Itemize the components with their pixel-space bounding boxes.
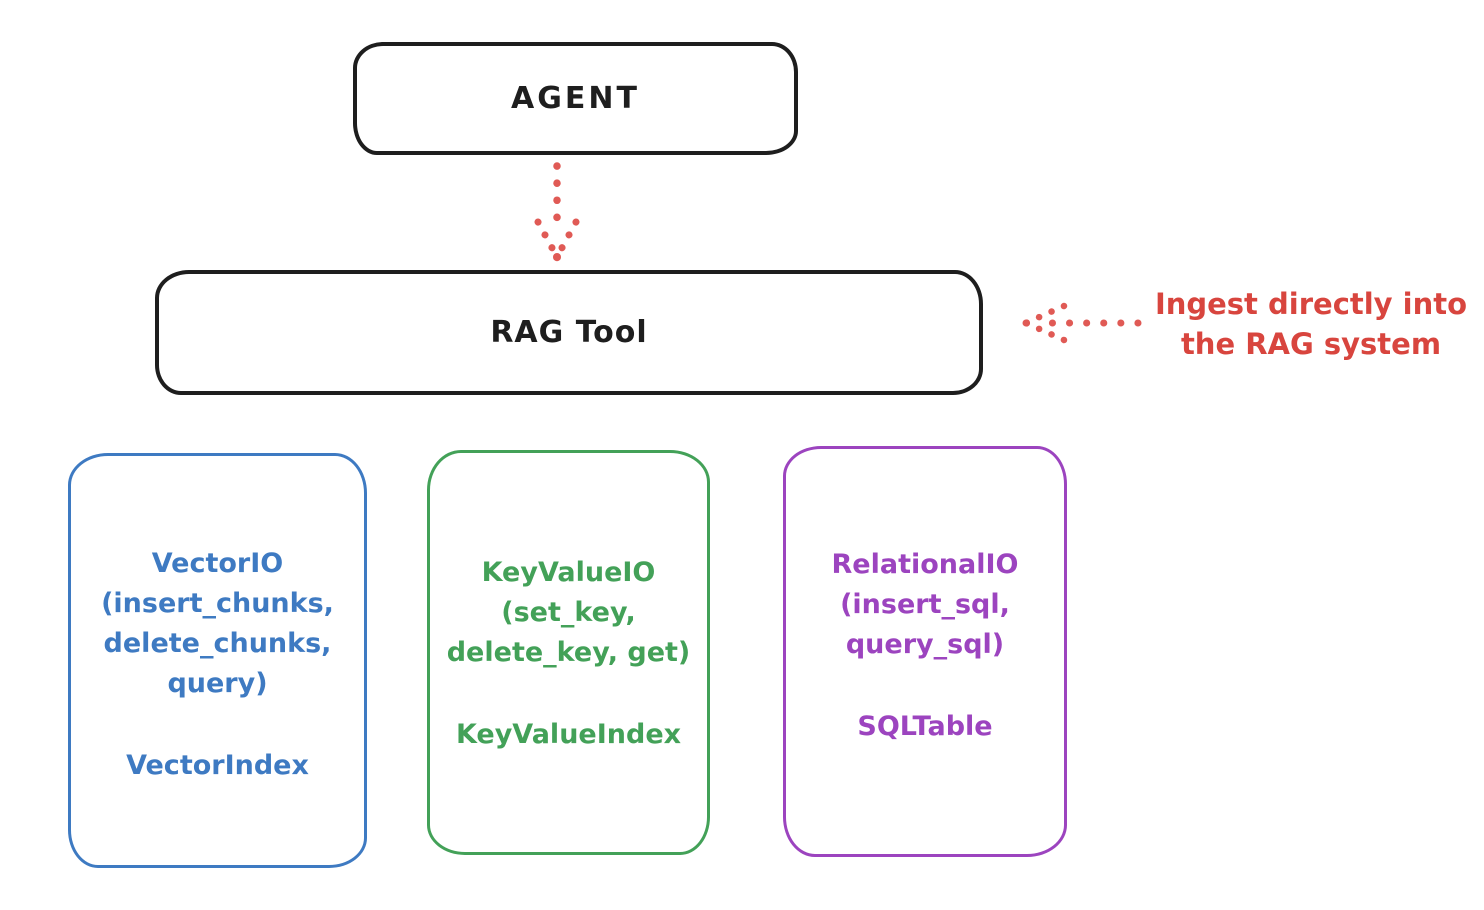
annotation-line-2: the RAG system [1180, 327, 1442, 361]
io-line: RelationalIO [831, 549, 1019, 580]
annotation-line-1: Ingest directly into [1154, 287, 1468, 321]
io-line: (insert_sql, [840, 589, 1010, 620]
relational-io-node: RelationalIO (insert_sql, query_sql) SQL… [783, 446, 1067, 857]
io-line: delete_key, get) [446, 637, 691, 668]
io-block: RelationalIO (insert_sql, query_sql) [832, 545, 1019, 665]
io-line: KeyValueIO [481, 557, 656, 588]
annotation-text: Ingest directly into the RAG system [1138, 284, 1484, 364]
agent-label: AGENT [511, 81, 640, 116]
io-line: (set_key, [501, 597, 636, 628]
index-label: VectorIndex [126, 750, 309, 781]
keyvalue-io-node: KeyValueIO (set_key, delete_key, get) Ke… [427, 450, 710, 855]
rag-tool-label: RAG Tool [490, 315, 648, 350]
annotation-to-ragtool-arrow-icon [1022, 302, 1142, 344]
index-label: KeyValueIndex [455, 719, 682, 750]
io-line: query_sql) [845, 629, 1005, 660]
io-block: VectorIO (insert_chunks, delete_chunks, … [101, 544, 334, 704]
io-line: query) [167, 668, 268, 699]
rag-tool-node: RAG Tool [155, 270, 983, 395]
vector-io-node: VectorIO (insert_chunks, delete_chunks, … [68, 453, 367, 868]
agent-node: AGENT [353, 42, 798, 155]
index-label: SQLTable [857, 711, 993, 742]
io-line: VectorIO [151, 548, 284, 579]
agent-to-ragtool-arrow-icon [534, 162, 580, 262]
io-line: (insert_chunks, [101, 588, 334, 619]
io-line: delete_chunks, [103, 628, 332, 659]
io-block: KeyValueIO (set_key, delete_key, get) [447, 553, 691, 673]
